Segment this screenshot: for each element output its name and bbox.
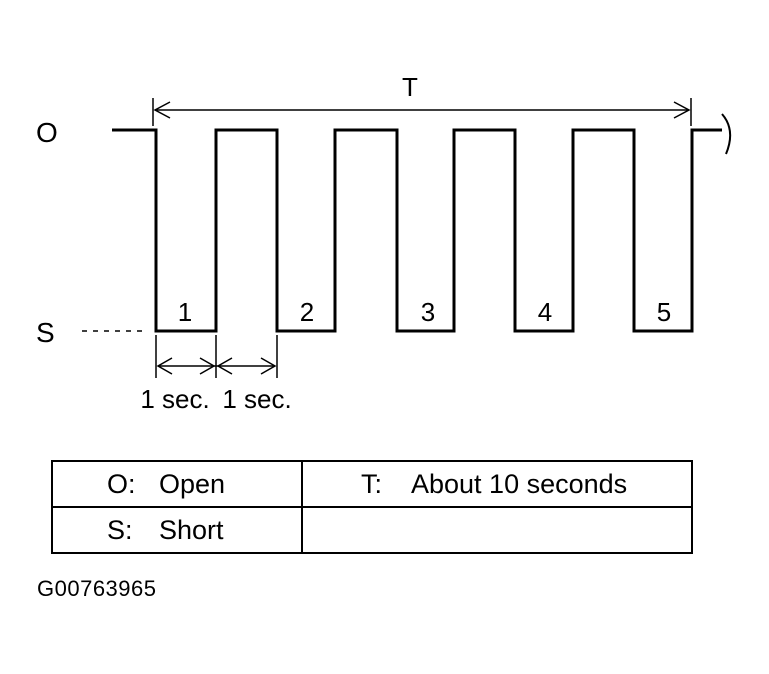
period-arrow (152, 98, 692, 126)
pulse-number-2: 2 (300, 297, 314, 327)
waveform-diagram: O S T 1 2 3 4 5 1 sec. 1 sec. (36, 72, 732, 414)
legend-cell-empty (301, 506, 693, 554)
interval-label-2: 1 sec. (222, 384, 291, 414)
legend-value: Short (159, 514, 224, 545)
waveform-break-mark (721, 113, 732, 155)
period-label: T (402, 72, 418, 102)
figure-id: G00763965 (37, 576, 157, 601)
legend-key: S: (107, 514, 133, 545)
level-label-open: O (36, 117, 58, 148)
level-label-short: S (36, 317, 55, 348)
pulse-number-3: 3 (421, 297, 435, 327)
legend-row: O: Open T: About 10 seconds (51, 460, 693, 508)
pulse-number-5: 5 (657, 297, 671, 327)
pulse-number-1: 1 (178, 297, 192, 327)
pulse-number-4: 4 (538, 297, 552, 327)
legend-key: O: (107, 468, 136, 499)
legend-key: T: (361, 468, 383, 499)
legend-cell-short: S: Short (51, 506, 303, 554)
legend-row: S: Short (51, 506, 693, 554)
interval-arrows (155, 335, 278, 378)
legend-value: About 10 seconds (411, 468, 628, 499)
square-waveform (112, 128, 722, 333)
legend-table: O: Open T: About 10 seconds S: Short (51, 460, 693, 554)
legend-cell-open: O: Open (51, 460, 303, 508)
interval-label-1: 1 sec. (140, 384, 209, 414)
legend-value: Open (159, 468, 226, 499)
legend-cell-period: T: About 10 seconds (301, 460, 693, 508)
